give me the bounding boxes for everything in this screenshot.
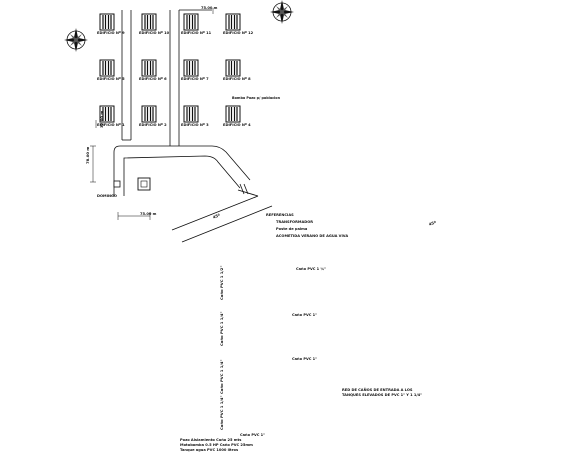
pump-house (137, 177, 151, 191)
network-note: TANQUES ELEVADOS DE PVC 1" Y 1 1/4" (342, 393, 423, 397)
building-label: EDIFICIO Nº 11 (181, 31, 212, 35)
main-street (171, 189, 273, 243)
legend-title: REFERENCIAS (266, 213, 294, 217)
building-icon (183, 13, 199, 31)
building-icon (225, 13, 241, 31)
internal-roads (113, 9, 251, 196)
street-crossing (239, 183, 249, 195)
left-dimension: 32.00 m (99, 110, 104, 128)
left-dimension: 78.00 m (85, 146, 90, 164)
floor-pipe-label: Caño PVC 1 ¼" (296, 267, 326, 271)
floor-pipe-label: Caño PVC 1" (292, 313, 318, 317)
site-plan (63, 0, 295, 243)
building-label: EDIFICIO Nº 10 (139, 31, 170, 35)
building-icon (141, 59, 157, 77)
pipe-label: Caño PVC 1 1/2" (219, 265, 224, 300)
building-icon (99, 13, 115, 31)
pump-note: Motobomba 0.5 HP Caño PVC 25mm (180, 443, 253, 447)
building-label: EDIFICIO Nº 6 (139, 77, 167, 81)
floor-pipe-label: Caño PVC 1" (240, 433, 266, 437)
pipe-label: Caño PVC 1 1/4" (219, 359, 224, 394)
north-compass-icon (63, 27, 89, 53)
building-label: EDIFICIO Nº 7 (181, 77, 209, 81)
top-dimension: 75.00 m (201, 6, 218, 10)
legend-item: Poste de palma (276, 227, 308, 231)
building-icon (183, 59, 199, 77)
building-label: EDIFICIO Nº 1 (97, 123, 125, 127)
legend-item: ACOMETIDA VERANO DE AGUA VIVA (276, 234, 349, 238)
street-label: DOMINGO (97, 194, 117, 198)
building-label: EDIFICIO Nº 8 (223, 77, 251, 81)
dimension-lines (90, 8, 214, 220)
building-label: EDIFICIO Nº 4 (223, 123, 251, 127)
building-label: EDIFICIO Nº 3 (181, 123, 209, 127)
bottom-dimension: 75.00 m (140, 212, 157, 216)
floor-pipe-label: Caño PVC 1" (292, 357, 318, 361)
building-label: EDIFICIO Nº 12 (223, 31, 254, 35)
building-icon (141, 13, 157, 31)
building-icon (141, 105, 157, 123)
building-icon (225, 59, 241, 77)
legend-item: TRANSFORMADOR (276, 220, 314, 224)
network-note: RED DE CAÑOS DE ENTRADA A LOS (342, 388, 413, 392)
pump-note: Pozo Aislamiento Caño 25 mts (180, 438, 242, 442)
building-label: EDIFICIO Nº 2 (139, 123, 167, 127)
building-label: EDIFICIO Nº 5 (97, 77, 125, 81)
building-icon (183, 105, 199, 123)
building-icon (99, 59, 115, 77)
pump-note: Tanque agua PVC 1000 litros (180, 448, 239, 452)
north-compass-icon (269, 0, 295, 25)
pump-annotation: Bomba Pozo p/ poblacion (232, 96, 281, 100)
pipe-label: Caño PVC 1 1/4" (219, 311, 224, 346)
building-label: EDIFICIO Nº 9 (97, 31, 125, 35)
pipe-label: Caño PVC 1 1/4" (219, 395, 224, 430)
building-icon (225, 105, 241, 123)
